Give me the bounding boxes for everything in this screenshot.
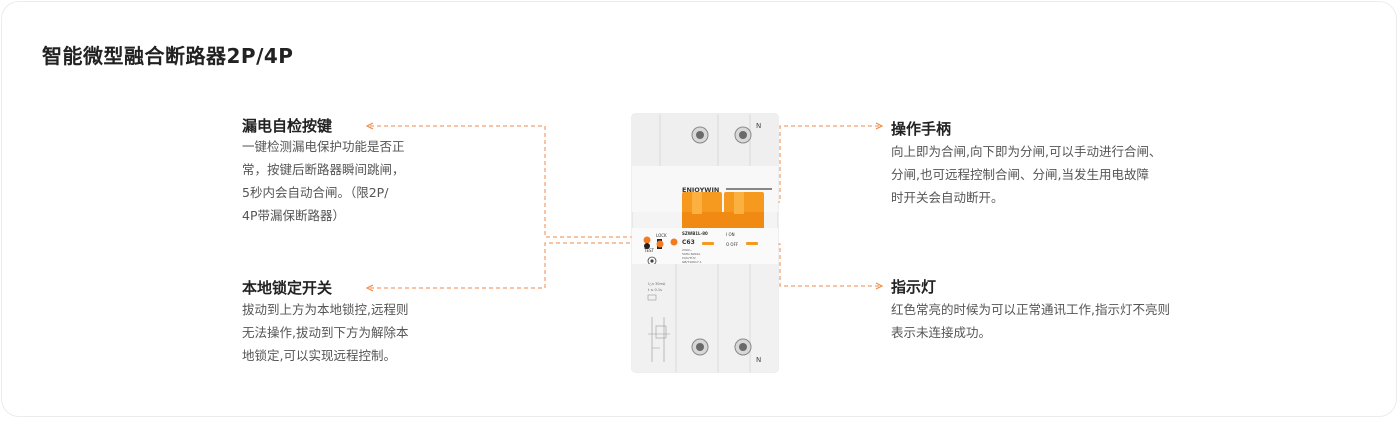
- circuit-breaker-illustration: N ENJOYWIN LOCK TEST SZWB1L-80 C63 230V~…: [631, 113, 779, 373]
- off-label: O OFF: [726, 242, 739, 247]
- rating-label: C63: [682, 239, 695, 246]
- handle-description: 向上即为合闸,向下即为分闸,可以手动进行合闸、 分闸,也可远程控制合闸、分闸,当…: [891, 144, 1162, 205]
- lock-label: LOCK: [656, 233, 667, 238]
- handle-heading: 操作手柄: [891, 120, 952, 138]
- leakage-test-heading: 漏电自检按键: [242, 117, 333, 135]
- page-title: 智能微型融合断路器2P/4P: [42, 44, 294, 68]
- leader-line-leakage-test: [370, 126, 647, 238]
- indicator-description: 红色常亮的时候为可以正常通讯工作,指示灯不亮则 表示未连接成功。: [891, 302, 1170, 340]
- screw-bottom-left-icon: [691, 338, 709, 356]
- indicator-light-icon: [670, 238, 678, 246]
- brand-logo: ENJOYWIN: [682, 186, 719, 194]
- screw-top-left-icon: [691, 126, 709, 144]
- local-lock-heading: 本地锁定开关: [242, 279, 333, 297]
- leak-spec-line-2: t ≤ 0.1s: [648, 288, 662, 292]
- on-label: I ON: [726, 232, 735, 237]
- terminal-n-bottom: N: [756, 356, 761, 364]
- spec-line-4: GB/T10917.1: [682, 260, 702, 264]
- screw-top-right-icon: [734, 126, 752, 144]
- model-label: SZWB1L-80: [682, 231, 708, 236]
- test-button-icon: [643, 236, 651, 244]
- spec-line-1: 230V~: [682, 248, 693, 252]
- operating-handle-icon: [682, 192, 764, 228]
- terminal-n-top: N: [756, 122, 761, 130]
- local-lock-description: 拔动到上方为本地锁控,远程则 无法操作,拔动到下方为解除本 地锁定,可以实现远程…: [242, 302, 409, 363]
- spec-line-3: CQC/TÜV: [682, 255, 697, 260]
- wiring-diagram-icon: [648, 317, 670, 362]
- test-label: TEST: [643, 248, 655, 253]
- leader-line-local-lock: [370, 242, 660, 288]
- leak-spec-line-1: I△n 30mA: [648, 282, 666, 286]
- spec-line-2: 50Hz 6000A: [682, 252, 701, 256]
- screw-bottom-right-icon: [734, 338, 752, 356]
- indicator-heading: 指示灯: [891, 278, 937, 296]
- leakage-test-description: 一键检测漏电保护功能是否正 常，按键后断路器瞬间跳闸， 5秒内会自动合闸。（限2…: [242, 139, 405, 223]
